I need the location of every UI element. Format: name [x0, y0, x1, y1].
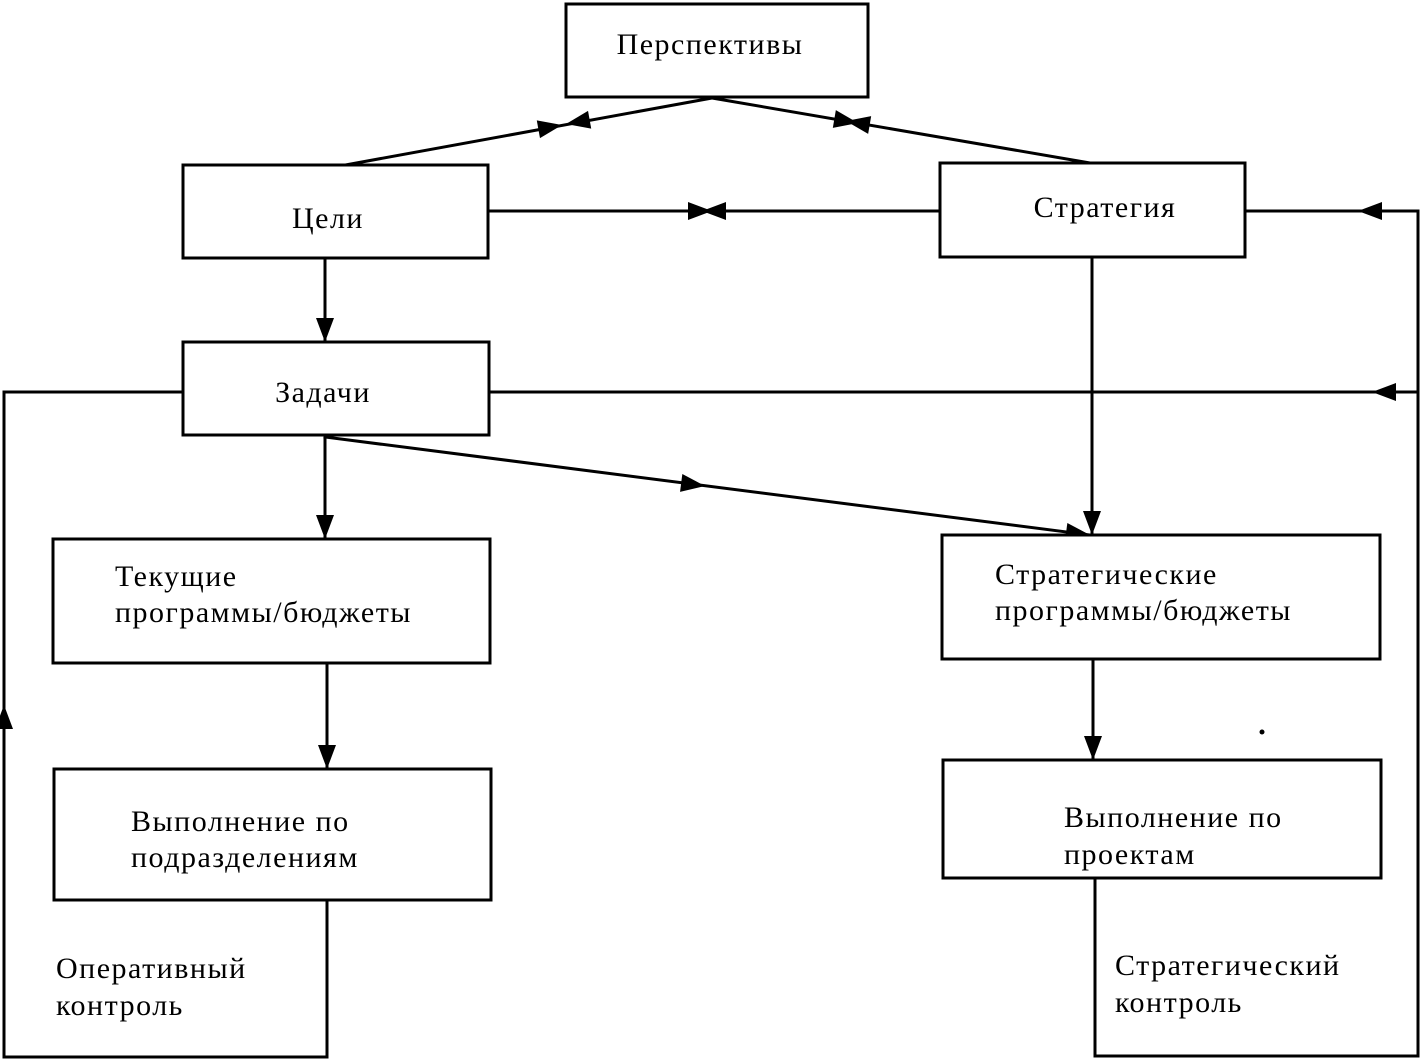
node-execution-projects-line2: проектам	[1064, 838, 1196, 871]
arrowhead-icon	[1372, 383, 1396, 401]
node-perspectives-label: Перспективы	[617, 28, 804, 61]
edge-goals-perspectives	[338, 96, 714, 168]
loop-operational-control	[2, 390, 329, 1059]
node-goals-label: Цели	[292, 202, 364, 235]
node-current-programs: Текущие программы/бюджеты	[51, 537, 492, 665]
node-execution-departments-line1: Выполнение по	[131, 805, 350, 838]
node-current-programs-line2: программы/бюджеты	[115, 596, 412, 629]
arrowhead-icon	[680, 474, 705, 492]
node-current-programs-box	[51, 537, 492, 665]
print-speck	[1259, 729, 1265, 735]
node-strategic-programs-line2: программы/бюджеты	[995, 594, 1292, 627]
node-perspectives-box	[564, 2, 870, 99]
edge-strategy-perspectives	[710, 96, 1092, 165]
arrowhead-icon	[536, 120, 562, 139]
node-execution-projects: Выполнение по проектам	[941, 758, 1383, 880]
arrowhead-icon	[316, 515, 334, 539]
label-operational-control: Оперативный контроль	[56, 952, 247, 1022]
arrowhead-icon	[318, 745, 336, 769]
node-execution-departments-box	[52, 767, 493, 902]
node-goals-box	[181, 163, 490, 260]
arrowhead-icon	[0, 705, 13, 729]
node-tasks-label: Задачи	[275, 376, 371, 409]
arrowhead-icon	[566, 110, 592, 129]
operational-control-line2: контроль	[56, 989, 184, 1022]
arrowhead-icon	[1358, 202, 1382, 220]
node-strategic-programs: Стратегические программы/бюджеты	[940, 533, 1382, 661]
connectors	[0, 96, 1420, 1059]
operational-control-line1: Оперативный	[56, 952, 247, 985]
arrowhead-icon	[316, 318, 334, 342]
node-strategy: Стратегия	[938, 161, 1247, 259]
label-strategic-control: Стратегический контроль	[1115, 949, 1341, 1019]
arrowhead-icon	[688, 202, 712, 220]
strategic-control-line2: контроль	[1115, 986, 1243, 1019]
node-tasks-box	[181, 340, 491, 437]
node-strategic-programs-line1: Стратегические	[995, 558, 1218, 591]
arrowhead-icon	[1084, 736, 1102, 760]
arrowhead-icon	[702, 202, 726, 220]
node-execution-projects-line1: Выполнение по	[1064, 801, 1283, 834]
edge-tasks-strategic-programs	[323, 435, 1092, 537]
node-goals: Цели	[181, 163, 490, 260]
node-strategic-programs-box	[940, 533, 1382, 661]
node-execution-departments-line2: подразделениям	[131, 841, 359, 874]
node-tasks: Задачи	[181, 340, 491, 437]
node-strategy-label: Стратегия	[1034, 191, 1177, 224]
node-execution-projects-box	[941, 758, 1383, 880]
strategic-control-line1: Стратегический	[1115, 949, 1341, 982]
node-current-programs-line1: Текущие	[115, 560, 238, 593]
arrowhead-icon	[846, 116, 872, 134]
node-perspectives: Перспективы	[564, 2, 870, 99]
arrowhead-icon	[1083, 511, 1101, 535]
node-strategy-box	[938, 161, 1247, 259]
node-execution-departments: Выполнение по подразделениям	[52, 767, 493, 902]
